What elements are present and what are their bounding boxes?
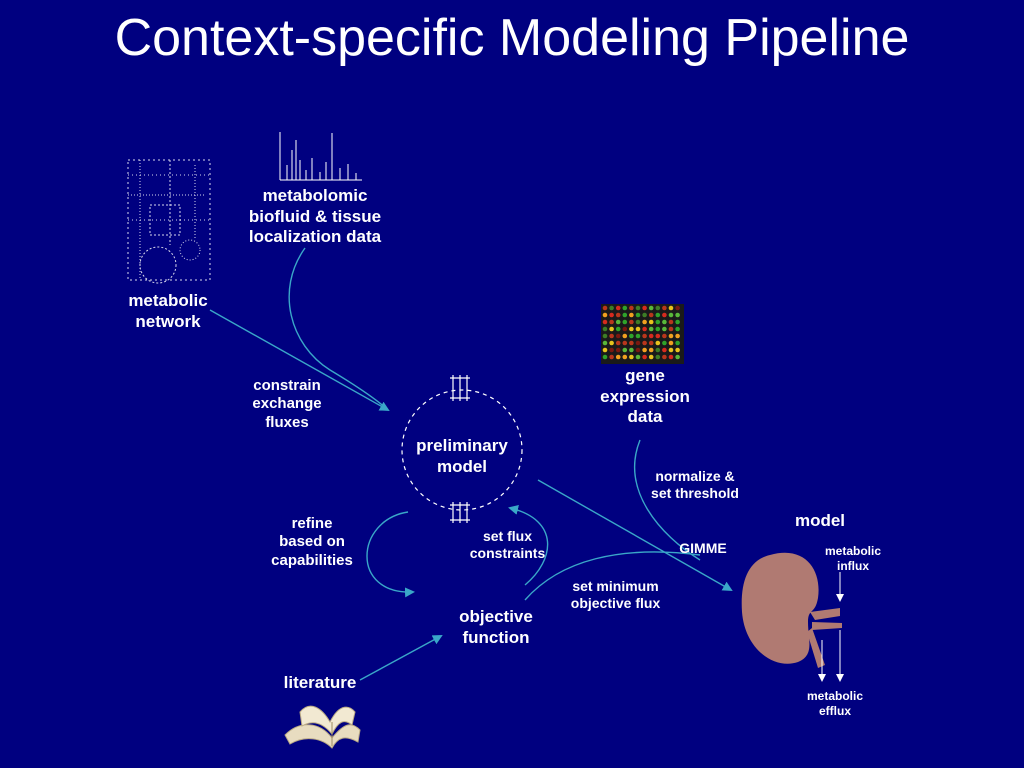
- metabolomic-data-label: metabolomic biofluid & tissue localizati…: [230, 186, 400, 248]
- open-book-icon: [285, 706, 360, 748]
- gene-expression-data-label: gene expression data: [580, 366, 710, 428]
- gimme-label: GIMME: [668, 540, 738, 557]
- constrain-exchange-fluxes-label: constrain exchange fluxes: [232, 377, 342, 432]
- metabolic-network-map-icon: [128, 160, 210, 283]
- normalize-threshold-label: normalize & set threshold: [630, 468, 760, 502]
- microarray-icon: [601, 304, 684, 364]
- literature-label: literature: [265, 673, 375, 694]
- flux-constraint-bottom-icon: [450, 502, 470, 523]
- preliminary-model-label: preliminary model: [397, 436, 527, 477]
- mass-spectrum-icon: [280, 132, 362, 180]
- metabolic-network-label: metabolic network: [108, 291, 228, 332]
- set-minimum-objective-flux-label: set minimum objective flux: [553, 578, 678, 612]
- set-flux-constraints-label: set flux constraints: [450, 528, 565, 562]
- model-label: model: [780, 511, 860, 532]
- metabolic-influx-label: metabolic influx: [808, 544, 898, 573]
- objective-function-label: objective function: [437, 607, 555, 648]
- metabolic-efflux-label: metabolic efflux: [790, 689, 880, 718]
- refine-capabilities-label: refine based on capabilities: [257, 515, 367, 570]
- flux-constraint-top-icon: [450, 375, 470, 401]
